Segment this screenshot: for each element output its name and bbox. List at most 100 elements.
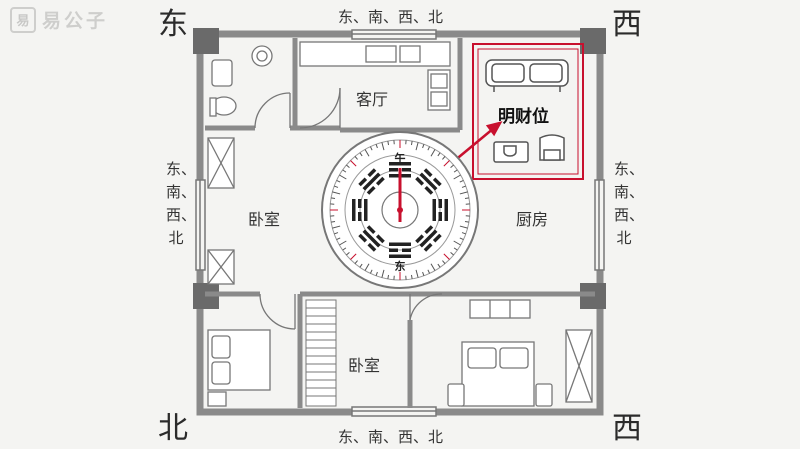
- compass-tick: [459, 191, 468, 195]
- compass-tick: [342, 169, 347, 173]
- side-label-top: 东、南、西、北: [338, 8, 444, 26]
- compass-top-char: 午: [395, 151, 406, 165]
- compass-tick: [354, 260, 358, 264]
- compass-tick: [359, 152, 363, 157]
- compass-tick: [369, 269, 373, 274]
- compass-tick: [443, 160, 450, 167]
- side-table-icon: [493, 141, 529, 163]
- compass-tick: [464, 220, 470, 223]
- compass-tick: [422, 271, 425, 276]
- compass-tick: [354, 156, 358, 160]
- compass-tick: [430, 149, 436, 157]
- corner-label-bottom-left: 北: [158, 411, 188, 446]
- compass-tick: [453, 169, 458, 173]
- trigram-icon: [415, 225, 442, 252]
- compass-tick: [387, 140, 390, 146]
- compass-tick: [461, 185, 466, 188]
- compass-tick: [459, 179, 464, 183]
- left-wardrobes: [207, 137, 235, 285]
- compass-tick: [375, 271, 378, 276]
- compass-tick: [350, 253, 357, 260]
- luopan-compass-icon: 午 东: [321, 131, 479, 289]
- compass-tick: [415, 142, 419, 151]
- compass-tick: [459, 237, 464, 241]
- wealth-position-box: [472, 43, 584, 180]
- compass-tick: [339, 240, 347, 246]
- side-label-left-4: 北: [168, 229, 184, 247]
- compass-tick: [364, 149, 370, 157]
- bed-bottom-right: [447, 299, 593, 407]
- wealth-position-label: 明财位: [498, 107, 549, 127]
- compass-tick: [453, 247, 458, 251]
- bed-bottom-left: [207, 329, 271, 407]
- compass-tick: [334, 185, 339, 188]
- compass-tick: [332, 225, 341, 229]
- compass-tick: [453, 240, 461, 246]
- compass-tick: [369, 146, 373, 151]
- side-label-left-3: 西、: [166, 206, 197, 224]
- staircase: [305, 299, 337, 407]
- side-label-right-2: 南、: [614, 183, 645, 201]
- trigram-icon: [415, 168, 442, 195]
- trigram-icon: [358, 168, 385, 195]
- compass-tick: [450, 164, 454, 168]
- compass-tick: [443, 253, 450, 260]
- compass-tick: [410, 274, 413, 280]
- corner-label-bottom-right: 西: [612, 411, 642, 446]
- compass-tick: [427, 269, 431, 274]
- compass-tick: [350, 160, 357, 167]
- side-label-left: 东、 南、 西、 北: [166, 158, 197, 250]
- side-label-right-1: 东、: [614, 160, 645, 178]
- compass-tick: [342, 247, 347, 251]
- compass-tick: [437, 263, 441, 268]
- compass-tick: [459, 225, 468, 229]
- sofa-icon: [485, 59, 569, 92]
- compass-tick: [430, 263, 436, 271]
- armchair-icon: [539, 134, 565, 161]
- side-label-bottom: 东、南、西、北: [338, 428, 444, 446]
- corner-label-top-left: 东: [158, 7, 188, 42]
- compass-tick: [346, 164, 350, 168]
- compass-tick: [410, 140, 413, 146]
- compass-tick: [427, 146, 431, 151]
- room-label-bedroom-bottom: 卧室: [348, 356, 381, 375]
- compass-tick: [422, 144, 425, 149]
- side-label-right: 东、 南、 西、 北: [614, 158, 645, 250]
- compass-bottom-char: 东: [395, 259, 406, 273]
- windows: [195, 29, 605, 417]
- door-swings: [254, 87, 443, 330]
- trigram-icon: [358, 225, 385, 252]
- trigram-icon: [352, 199, 368, 221]
- compass-tick: [442, 260, 446, 264]
- corner-label-top-right: 西: [612, 7, 642, 42]
- compass-tick: [437, 152, 441, 157]
- compass-tick: [330, 220, 336, 223]
- side-label-left-1: 东、: [166, 160, 197, 178]
- logo-mark-icon: 易: [10, 6, 36, 33]
- room-label-living: 客厅: [356, 90, 389, 109]
- compass-tick: [330, 197, 336, 200]
- compass-tick: [346, 252, 350, 256]
- living-room-furniture: [299, 41, 451, 111]
- compass-tick: [334, 232, 339, 235]
- trigram-icon: [389, 242, 411, 258]
- room-label-bedroom-left: 卧室: [248, 210, 281, 229]
- room-label-kitchen: 厨房: [516, 210, 549, 229]
- compass-tick: [336, 179, 341, 183]
- side-label-left-2: 南、: [166, 183, 197, 201]
- compass-tick: [359, 263, 363, 268]
- compass-tick: [375, 144, 378, 149]
- compass-tick: [442, 156, 446, 160]
- trigram-icon: [432, 199, 448, 221]
- logo-text: 易公子: [42, 10, 109, 32]
- logo: 易 易公子: [10, 6, 108, 33]
- compass-tick: [364, 263, 370, 271]
- compass-tick: [387, 274, 390, 280]
- compass-tick: [332, 191, 341, 195]
- interior-walls: [205, 38, 595, 408]
- compass-tick: [415, 269, 419, 278]
- bathroom-fixtures: [209, 45, 273, 117]
- compass-tick: [381, 142, 385, 151]
- side-label-right-3: 西、: [614, 206, 645, 224]
